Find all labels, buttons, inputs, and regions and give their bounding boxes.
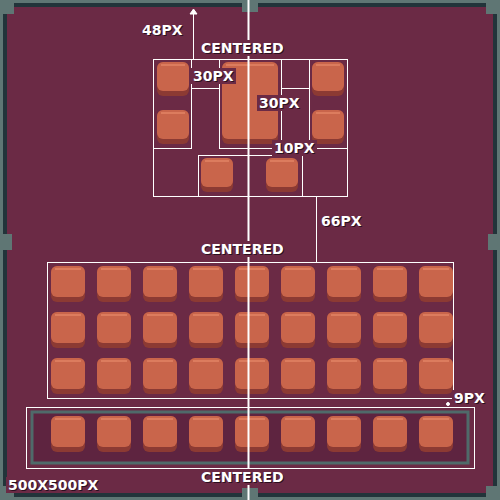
dimension-label: CENTERED: [199, 241, 286, 257]
button-tile: [235, 312, 269, 348]
button-tiles: [32, 62, 468, 463]
button-tile: [143, 358, 177, 394]
button-tile: [97, 312, 131, 348]
button-tile: [157, 110, 189, 144]
button-tile: [97, 358, 131, 394]
button-tile: [419, 312, 453, 348]
button-tile: [266, 158, 298, 192]
button-tile: [312, 110, 344, 144]
panel-ground: [7, 7, 493, 493]
button-tile: [373, 358, 407, 394]
button-tile: [373, 416, 407, 452]
button-tile: [51, 358, 85, 394]
button-tile: [189, 358, 223, 394]
dimension-label: CENTERED: [199, 469, 286, 485]
button-tile: [157, 62, 189, 96]
button-tile: [189, 416, 223, 452]
guide-boxes: [27, 60, 475, 469]
button-tile: [281, 312, 315, 348]
button-tile: [143, 416, 177, 452]
button-tile: [327, 416, 361, 452]
button-tile: [235, 266, 269, 302]
dimension-label: 48PX: [140, 22, 185, 38]
button-tile: [312, 62, 344, 96]
dimension-label: CENTERED: [199, 40, 286, 56]
frame-dark: [3, 3, 497, 497]
button-tile: [281, 358, 315, 394]
button-tile: [51, 416, 85, 452]
button-tile: [235, 416, 269, 452]
button-tile: [419, 416, 453, 452]
button-tile: [51, 312, 85, 348]
bottom-bar-panel: [32, 412, 468, 463]
button-tile: [373, 312, 407, 348]
button-tile: [97, 266, 131, 302]
button-tile: [419, 358, 453, 394]
dimension-label: 30PX: [257, 95, 302, 111]
button-tile: [189, 266, 223, 302]
button-tile: [373, 266, 407, 302]
button-tile: [327, 358, 361, 394]
button-tile: [419, 266, 453, 302]
dimension-lines: [190, 9, 450, 406]
dimension-label: 500X500PX: [6, 477, 100, 493]
button-tile: [327, 266, 361, 302]
dimension-label: 10PX: [272, 140, 317, 156]
button-tile: [327, 312, 361, 348]
button-tile: [281, 416, 315, 452]
dimension-label: 9PX: [452, 390, 487, 406]
button-tile: [143, 312, 177, 348]
button-tile: [281, 266, 315, 302]
dimension-label: 66PX: [319, 213, 364, 229]
button-tile: [97, 416, 131, 452]
button-tile: [189, 312, 223, 348]
button-tile: [201, 158, 233, 192]
button-tile: [235, 358, 269, 394]
dimension-label: 30PX: [191, 68, 236, 84]
button-tile: [143, 266, 177, 302]
button-tile: [51, 266, 85, 302]
